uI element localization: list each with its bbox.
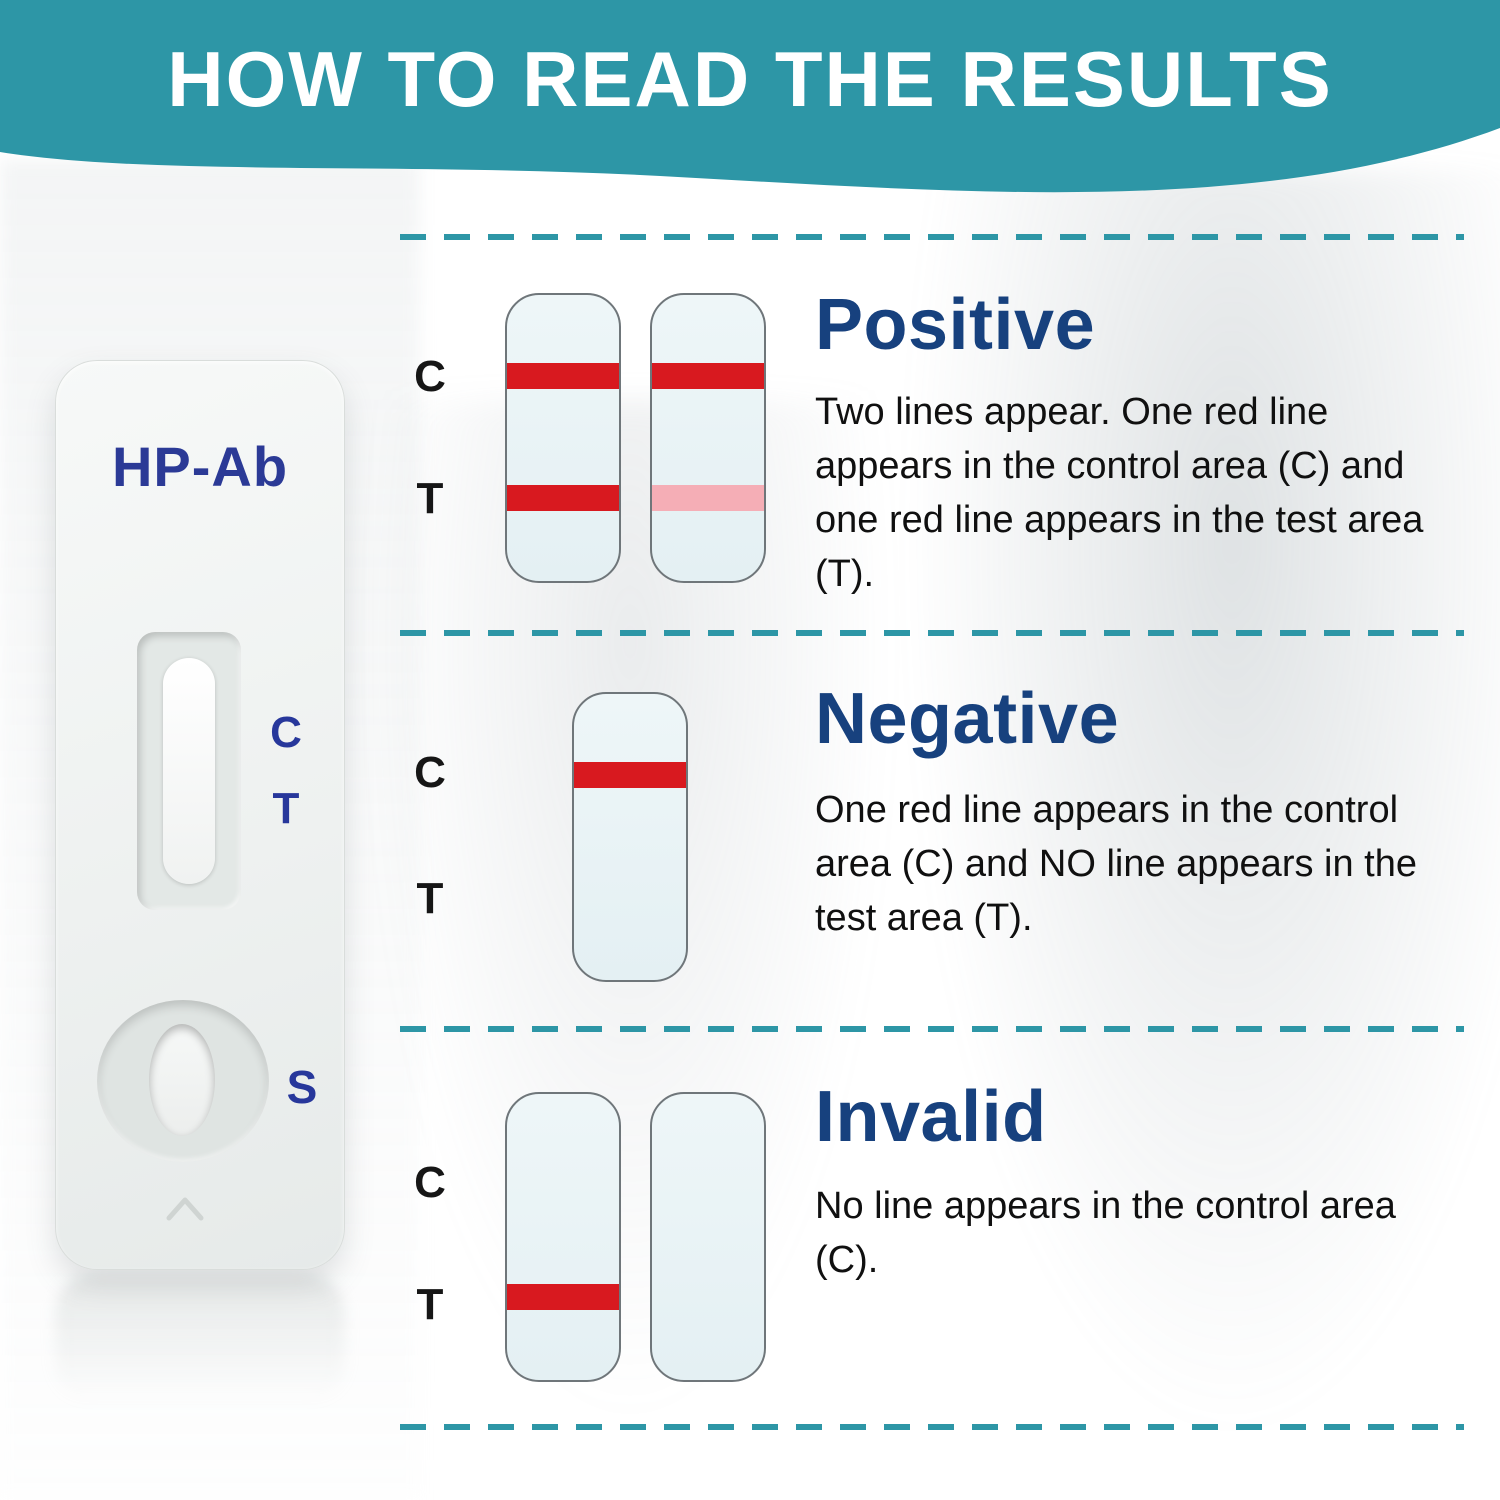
up-arrow-icon [166, 1197, 204, 1221]
invalid-section-title: Invalid [815, 1077, 1047, 1157]
device-control-label: C [270, 708, 302, 757]
device-test-label: T [272, 784, 300, 833]
banner-wave-shape [0, 0, 1500, 193]
control-line [507, 363, 619, 389]
control-line [574, 762, 686, 788]
test-cassette: HP-Ab C T S [55, 360, 345, 1270]
page-title: HOW TO READ THE RESULTS [167, 35, 1333, 123]
negative-test-label: T [416, 874, 444, 923]
sample-well [97, 1000, 269, 1162]
invalid-section-description: No line appears in the control area (C). [815, 1185, 1396, 1281]
positive-test-label: T [416, 474, 444, 523]
invalid-test-label: T [416, 1280, 444, 1329]
negative-control-label: C [414, 748, 446, 797]
dashed-divider-negative-invalid [400, 1026, 1464, 1032]
positive-control-label: C [414, 352, 446, 401]
cassette-reflection [55, 1274, 345, 1404]
dashed-divider-positive-negative [400, 630, 1464, 636]
result-window-strip [163, 658, 215, 884]
positive-strip-1 [505, 293, 621, 583]
invalid-strip-2 [650, 1092, 766, 1382]
test-line [652, 485, 764, 511]
device-model-label: HP-Ab [111, 435, 289, 498]
positive-section-description: Two lines appear. One red line appears i… [815, 391, 1424, 595]
negative-section-description: One red line appears in the control area… [815, 789, 1417, 939]
positive-section-title: Positive [815, 285, 1096, 365]
sample-well-hole [149, 1024, 215, 1136]
negative-section-title: Negative [815, 679, 1120, 759]
invalid-strip-1 [505, 1092, 621, 1382]
result-window [137, 632, 241, 910]
negative-strip [572, 692, 688, 982]
invalid-control-label: C [414, 1158, 446, 1207]
positive-strip-2 [650, 293, 766, 583]
test-line [507, 1284, 619, 1310]
dashed-divider-bottom [400, 1424, 1464, 1430]
test-line [507, 485, 619, 511]
control-line [652, 363, 764, 389]
dashed-divider-top [400, 234, 1464, 240]
device-sample-label: S [286, 1061, 318, 1113]
